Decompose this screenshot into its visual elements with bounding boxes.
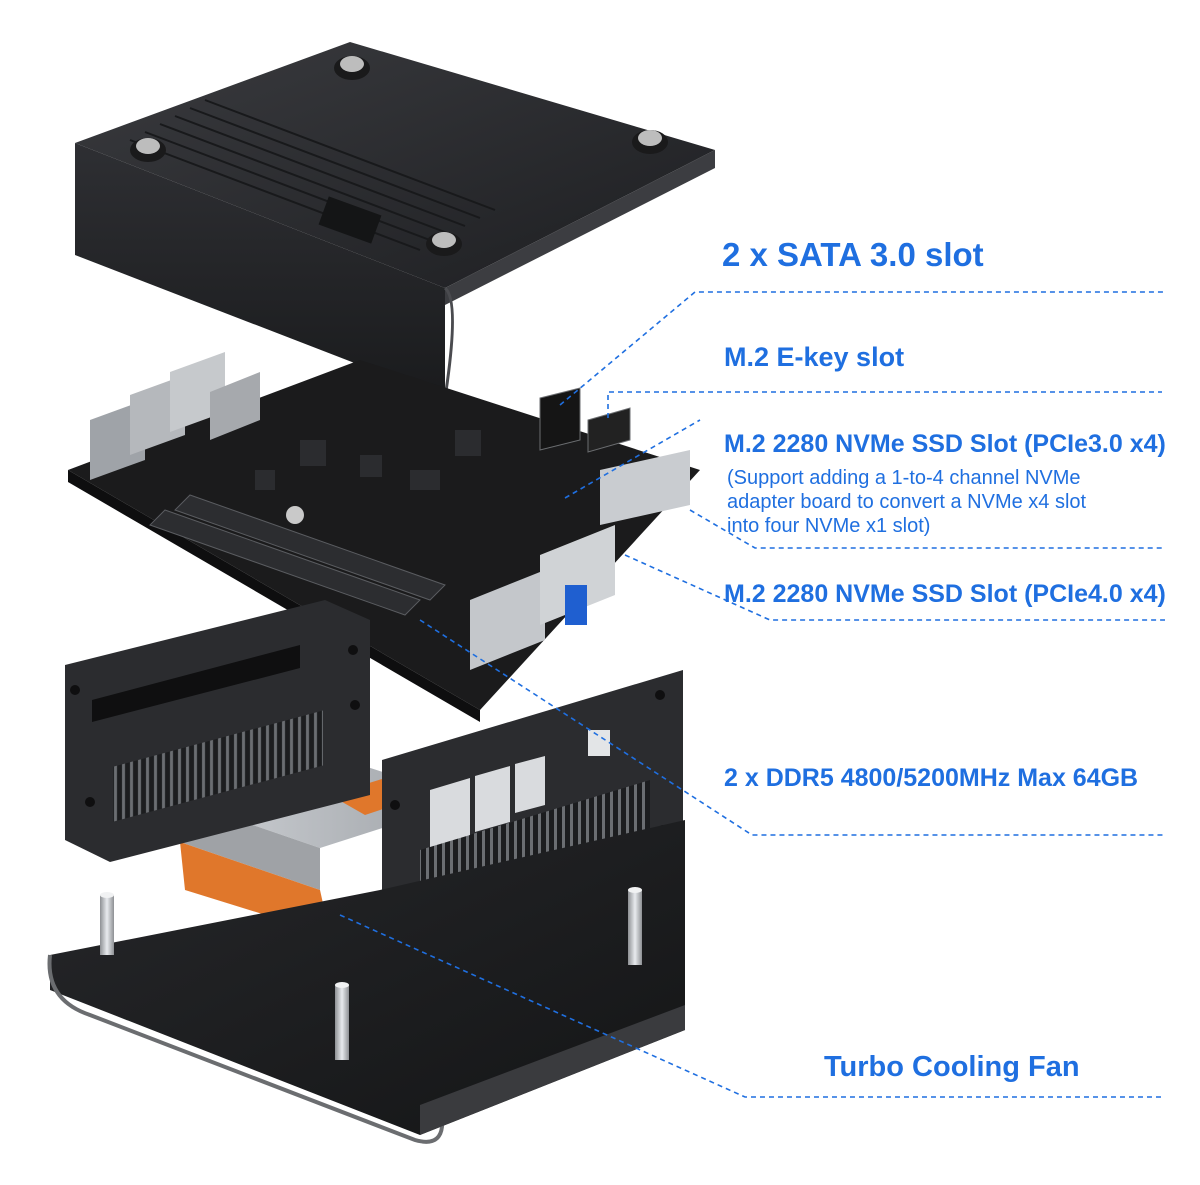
note-line-1: (Support adding a 1-to-4 channel NVMe: [727, 467, 1081, 489]
leader-nvme-pcie3: [564, 419, 701, 499]
motherboard: [68, 352, 700, 722]
m2-ekey-slot: [587, 407, 631, 453]
note-line-3: into four NVMe x1 slot): [727, 515, 931, 537]
leader-nvme-pcie3-b: [689, 509, 1165, 549]
callout-ddr5-memory: 2 x DDR5 4800/5200MHz Max 64GB: [724, 764, 1139, 792]
callout-nvme-pcie3-note: (Support adding a 1-to-4 channel NVMe ad…: [727, 466, 1086, 538]
callout-m2-ekey-slot: M.2 E-key slot: [724, 342, 905, 372]
leader-lines: [339, 291, 1165, 1098]
front-usb-cutout: [430, 778, 470, 847]
sata-connector: [539, 387, 581, 451]
ethernet-ports: [90, 352, 260, 480]
callout-cooling-fan: Turbo Cooling Fan: [824, 1051, 1080, 1083]
cover-label-plate: [318, 196, 382, 244]
top-cover: [75, 42, 715, 399]
base-chassis: [47, 820, 685, 1144]
leader-sata: [559, 291, 1165, 406]
callout-nvme-pcie3-slot: M.2 2280 NVMe SSD Slot (PCIe3.0 x4): [724, 430, 1166, 458]
front-usb-cutout-2: [475, 766, 510, 832]
front-port-cutout: [588, 730, 610, 756]
callout-sata-slot: 2 x SATA 3.0 slot: [722, 236, 984, 273]
ram-slots: [149, 494, 446, 616]
leader-fan: [339, 914, 1165, 1098]
leader-ddr5: [419, 619, 1165, 836]
usb-ports: [470, 450, 690, 670]
note-line-2: adapter board to convert a NVMe x4 slot: [727, 491, 1087, 513]
callout-nvme-pcie4-slot: M.2 2280 NVMe SSD Slot (PCIe4.0 x4): [724, 580, 1166, 608]
front-io-cutout: [515, 756, 545, 813]
standoff-posts: [100, 887, 642, 1060]
rear-panel: [65, 600, 370, 862]
board-chips: [255, 430, 481, 490]
leader-ekey: [607, 391, 1162, 418]
rubber-feet: [130, 56, 668, 256]
